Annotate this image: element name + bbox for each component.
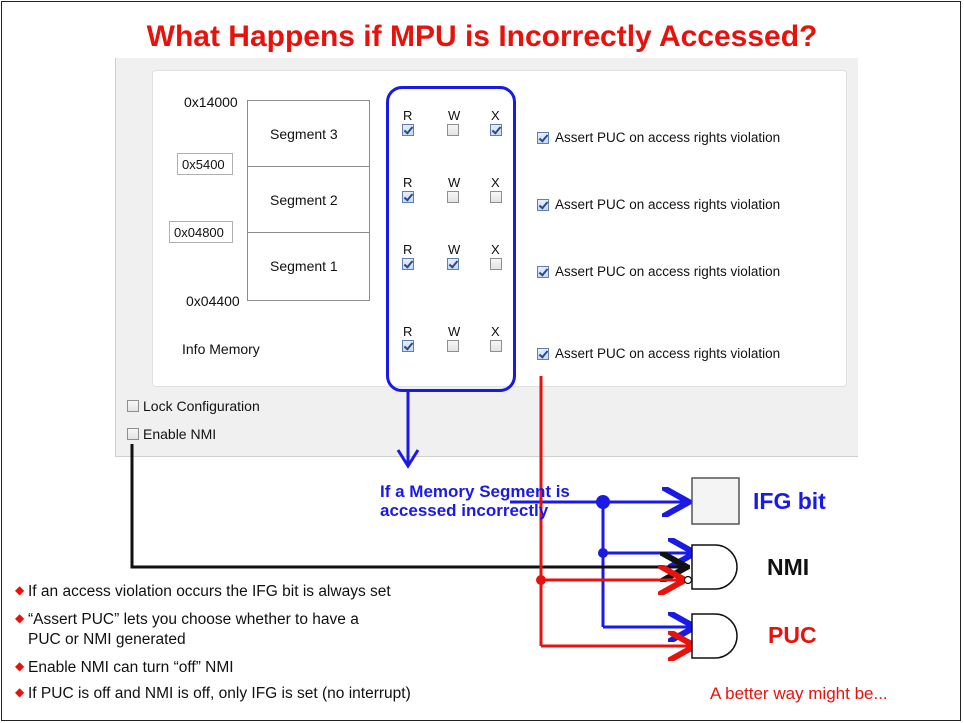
address-bottom: 0x04400: [186, 293, 240, 309]
assert-puc-label: Assert PUC on access rights violation: [555, 264, 781, 279]
checkbox-w[interactable]: [447, 258, 459, 270]
header-r: R: [403, 242, 413, 257]
checkbox-r[interactable]: [402, 340, 414, 352]
enable-nmi-label: Enable NMI: [143, 426, 217, 442]
header-w: W: [448, 242, 461, 257]
bullet-item: ◆If PUC is off and NMI is off, only IFG …: [15, 685, 411, 702]
header-r: R: [403, 324, 413, 339]
assert-puc-label: Assert PUC on access rights violation: [555, 197, 781, 212]
checkbox-r[interactable]: [402, 258, 414, 270]
blue-down-arrowhead: [396, 449, 420, 469]
checkbox-r[interactable]: [402, 191, 414, 203]
header-x: X: [491, 324, 500, 339]
header-w: W: [448, 324, 461, 339]
assert-puc-checkbox[interactable]: [537, 199, 549, 211]
segment-access-label: If a Memory Segment is accessed incorrec…: [380, 482, 570, 520]
checkbox-x[interactable]: [490, 340, 502, 352]
header-x: X: [491, 242, 500, 257]
checkbox-x[interactable]: [490, 124, 502, 136]
puc-label: PUC: [768, 622, 817, 648]
info-memory-label: Info Memory: [182, 341, 260, 357]
better-way-text: A better way might be...: [710, 684, 888, 703]
assert-puc-checkbox[interactable]: [537, 266, 549, 278]
segment-1-label: Segment 1: [270, 258, 338, 274]
nmi-and-gate: [691, 544, 738, 590]
segment-2-block: [247, 166, 370, 235]
rwx-highlight-box: [386, 86, 516, 392]
black-wire-nmi: [130, 444, 684, 567]
header-w: W: [448, 175, 461, 190]
enable-nmi-checkbox[interactable]: [127, 428, 139, 440]
checkbox-r[interactable]: [402, 124, 414, 136]
header-r: R: [403, 175, 413, 190]
ifg-bit-label: IFG bit: [753, 488, 826, 514]
checkbox-x[interactable]: [490, 191, 502, 203]
bullet-item: ◆“Assert PUC” lets you choose whether to…: [15, 611, 359, 628]
bullet-item: ◆If an access violation occurs the IFG b…: [15, 583, 391, 600]
segment-access-line1: If a Memory Segment is: [380, 482, 570, 501]
bullet-item-continuation: PUC or NMI generated: [28, 631, 186, 648]
segment-2-label: Segment 2: [270, 192, 338, 208]
lock-configuration-label: Lock Configuration: [143, 398, 260, 414]
boundary-upper-field[interactable]: 0x5400: [177, 153, 233, 175]
assert-puc-checkbox[interactable]: [537, 132, 549, 144]
segment-1-block: [247, 232, 370, 301]
bullet-item: ◆Enable NMI can turn “off” NMI: [15, 659, 234, 676]
assert-puc-checkbox[interactable]: [537, 348, 549, 360]
checkbox-w[interactable]: [447, 340, 459, 352]
checkbox-w[interactable]: [447, 191, 459, 203]
header-x: X: [491, 108, 500, 123]
assert-puc-label: Assert PUC on access rights violation: [555, 346, 781, 361]
segment-3-label: Segment 3: [270, 126, 338, 142]
header-w: W: [448, 108, 461, 123]
segment-access-line2: accessed incorrectly: [380, 501, 549, 520]
ifg-box: [691, 477, 740, 525]
assert-puc-label: Assert PUC on access rights violation: [555, 130, 781, 145]
puc-and-gate: [691, 613, 738, 659]
checkbox-x[interactable]: [490, 258, 502, 270]
boundary-lower-field[interactable]: 0x04800: [169, 221, 233, 243]
nmi-label: NMI: [767, 554, 810, 580]
header-r: R: [403, 108, 413, 123]
slide-title: What Happens if MPU is Incorrectly Acces…: [146, 20, 818, 53]
address-top: 0x14000: [184, 94, 238, 110]
checkbox-w[interactable]: [447, 124, 459, 136]
nmi-inversion-bubble: [683, 575, 693, 585]
header-x: X: [491, 175, 500, 190]
lock-configuration-checkbox[interactable]: [127, 400, 139, 412]
